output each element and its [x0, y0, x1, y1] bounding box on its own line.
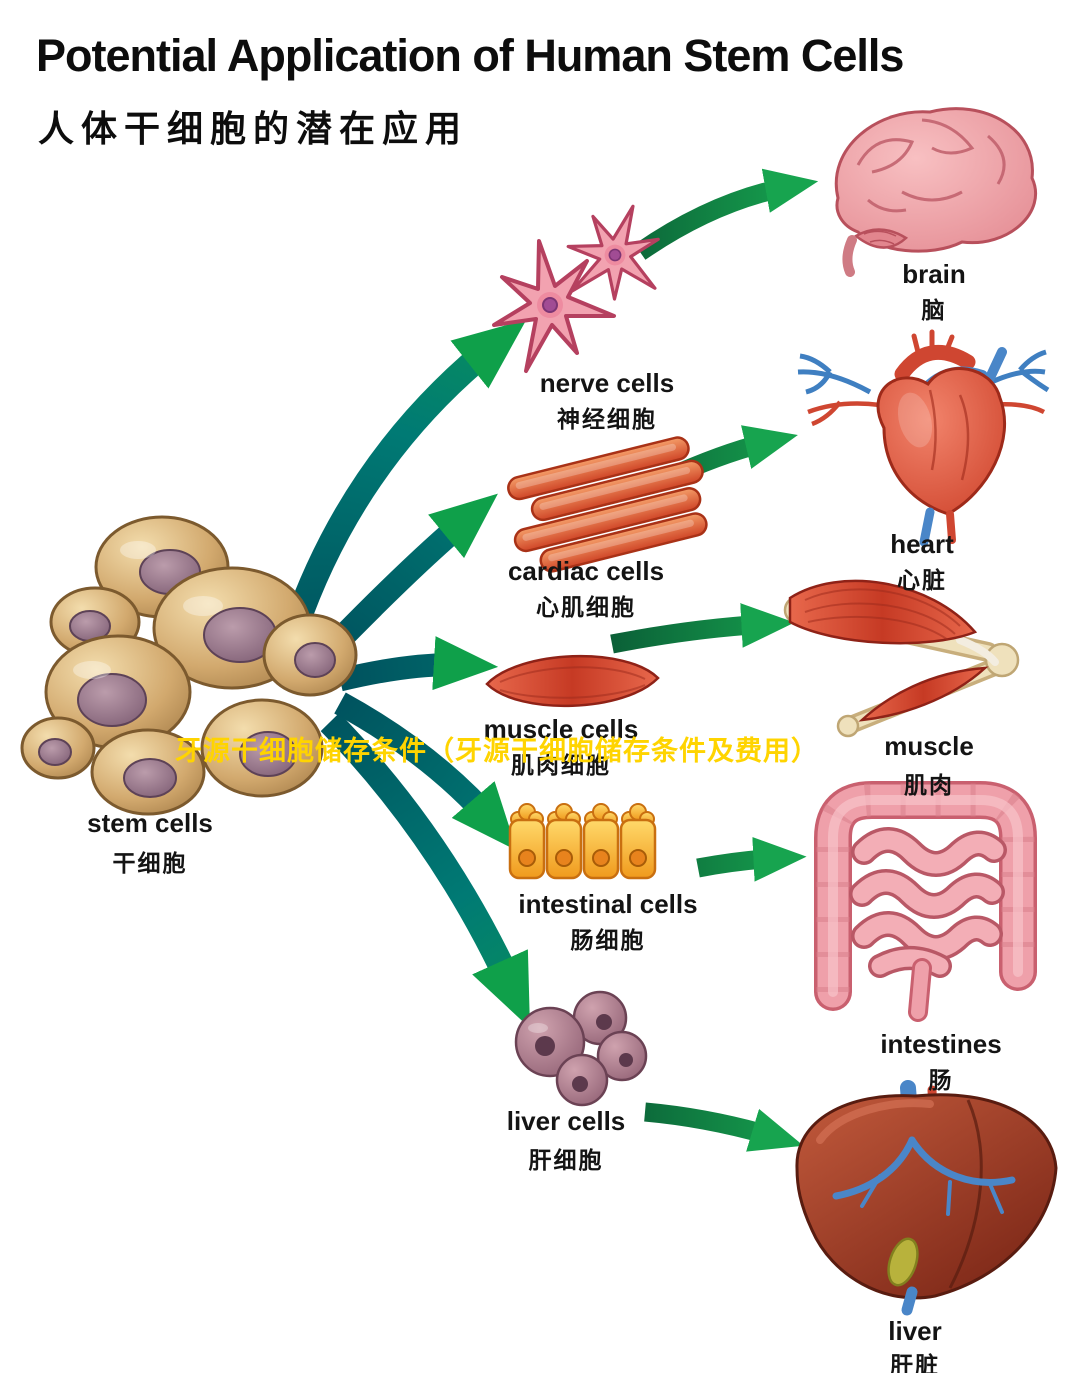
intestinal-cells-illustration: [508, 803, 657, 880]
arrow-livercells-to-liver: [644, 1102, 804, 1152]
nerve-cells-label-zh: 神经细胞: [557, 406, 657, 432]
cardiac-cells-illustration: [507, 436, 708, 573]
page-title: Potential Application of Human Stem Cell…: [36, 30, 904, 81]
stem-cells-label-en: stem cells: [87, 808, 213, 838]
intestines-organ-illustration: [814, 781, 1037, 1022]
arrow-stem-to-nerve: [282, 319, 527, 633]
liver-organ-illustration: [795, 1080, 1058, 1316]
heart-label-zh: 心脏: [897, 567, 947, 593]
liver-cells-label-en: liver cells: [506, 1106, 626, 1136]
muscle-organ-illustration: [783, 579, 1020, 738]
brain-organ-illustration: [834, 107, 1038, 277]
intestinal-cells-label-en: intestinal cells: [518, 889, 698, 919]
nerve-cells-label-en: nerve cells: [539, 368, 675, 398]
intestines-label-en: intestines: [880, 1029, 1002, 1059]
muscle-cells-label-en: muscle cells: [483, 714, 639, 744]
brain-label-zh: 脑: [921, 297, 947, 323]
cardiac-cells-label-en: cardiac cells: [507, 556, 665, 586]
liver-cells-illustration: [514, 990, 648, 1107]
muscle-label-en: muscle: [884, 731, 974, 761]
arrow-stem-to-intestinal: [334, 692, 517, 851]
arrow-stem-to-muscle: [337, 636, 499, 692]
cardiac-cells-label-zh: 心肌细胞: [536, 594, 636, 620]
stem-cells-label-zh: 干细胞: [112, 850, 188, 876]
intestinal-cells-label-zh: 肠细胞: [570, 927, 646, 953]
arrow-stem-to-liver: [320, 712, 530, 1029]
heart-organ-illustration: [797, 329, 1050, 547]
muscle-cells-illustration: [485, 654, 660, 708]
arrow-nerve-to-brain: [634, 168, 819, 260]
muscle-cells-label-zh: 肌肉细胞: [511, 752, 611, 778]
brain-label-en: brain: [902, 259, 966, 289]
liver-label-en: liver: [888, 1316, 942, 1346]
arrow-intestinal-to-intestines: [696, 837, 807, 882]
intestines-label-zh: 肠: [928, 1067, 954, 1093]
muscle-label-zh: 肌肉: [904, 772, 954, 798]
liver-label-zh: 肝脏: [890, 1352, 940, 1373]
liver-cells-label-zh: 肝细胞: [528, 1147, 604, 1173]
organ-arrows: [610, 168, 819, 1152]
watermark-text: 牙源干细胞储存条件（牙源干细胞储存条件及费用）: [175, 736, 819, 766]
arrow-musclecells-to-muscle: [610, 603, 795, 654]
stem-cells-illustration: [20, 515, 358, 816]
page-subtitle: 人体干细胞的潜在应用: [38, 108, 469, 149]
heart-label-en: heart: [890, 529, 954, 559]
nerve-cells-illustration: [492, 186, 687, 373]
